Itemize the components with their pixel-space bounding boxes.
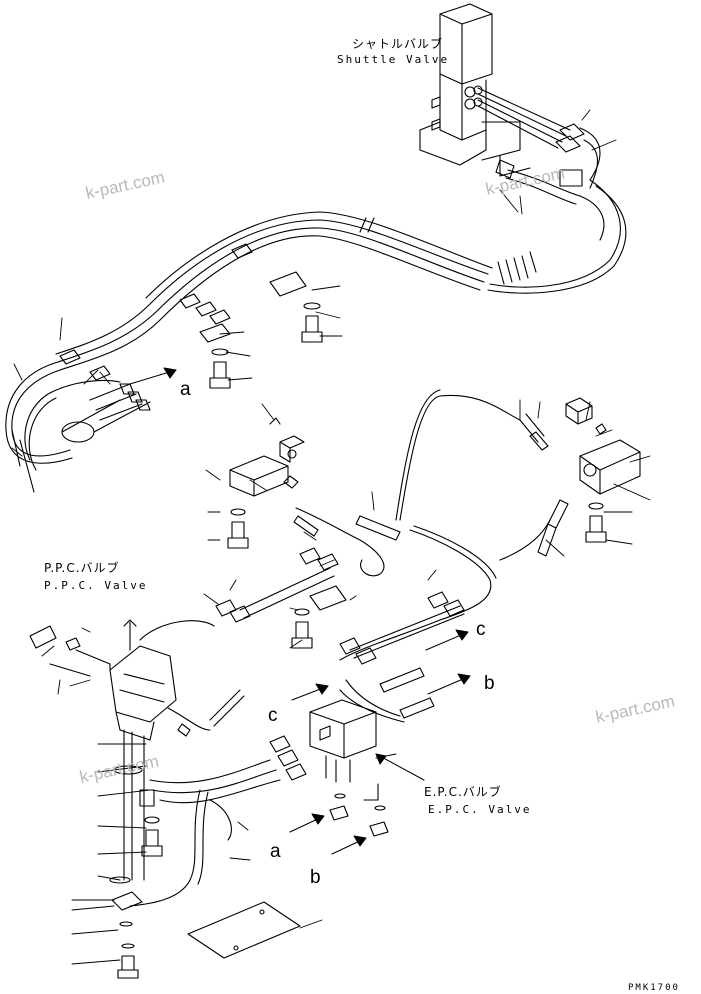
shuttle-valve-jp-label: シャトルバルブ <box>352 37 444 51</box>
upper-bolts <box>209 302 323 389</box>
shuttle-valve-assembly <box>419 3 531 177</box>
ppc-valve-jp-label: P.P.C.バルブ <box>44 561 120 575</box>
callout-a-top: a <box>180 379 191 400</box>
shuttle-valve-en-label: Shuttle Valve <box>337 53 450 66</box>
epc-valve-assembly <box>309 667 435 837</box>
ppc-hoses <box>29 620 307 907</box>
ppc-valve-assembly <box>109 619 177 884</box>
callout-a-bottom: a <box>270 841 281 862</box>
middle-hose-run <box>283 389 551 661</box>
drawing-code: PMK1700 <box>628 983 680 993</box>
flow-arrows <box>129 367 471 855</box>
callout-c-left: c <box>268 705 278 726</box>
bottom-bolt-stack <box>111 891 143 979</box>
epc-valve-jp-label: E.P.C.バルブ <box>424 785 502 799</box>
callout-c-right: c <box>476 619 486 640</box>
cover-plate <box>187 901 301 959</box>
ppc-valve-en-label: P.P.C. Valve <box>44 579 148 592</box>
callout-b-bottom: b <box>310 867 321 888</box>
epc-valve-en-label: E.P.C. Valve <box>428 803 532 816</box>
left-connector-bundle <box>11 383 151 493</box>
right-valve-block <box>537 397 641 557</box>
upper-clamps <box>59 243 307 381</box>
leader-lines <box>11 109 651 965</box>
shuttle-hoses <box>477 87 627 294</box>
callout-b-right: b <box>484 673 495 694</box>
middle-clamps <box>215 547 465 665</box>
middle-block <box>227 417 305 549</box>
upper-hose-bundle <box>5 211 537 471</box>
